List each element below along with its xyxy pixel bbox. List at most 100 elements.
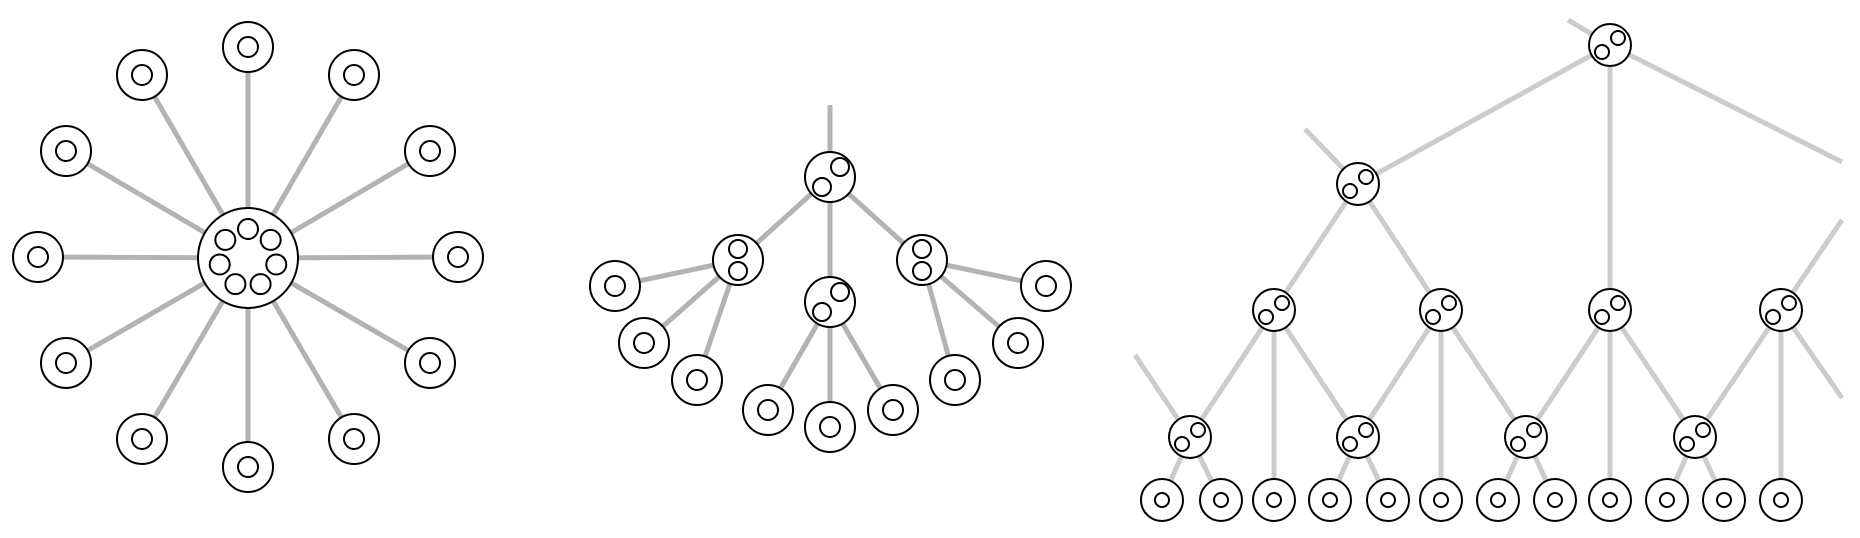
- node-inner-dot: [419, 140, 441, 162]
- node-inner-dot: [912, 261, 932, 281]
- binary-leaf-node: [1645, 478, 1689, 522]
- star-leaf-node: [404, 125, 456, 177]
- node-inner-dot: [1602, 492, 1618, 508]
- hub-inner-dot: [237, 218, 259, 240]
- binary-leaf-node: [1702, 478, 1746, 522]
- binary-edge: [1438, 308, 1529, 439]
- binary-stub: [1608, 42, 1844, 165]
- binary-leaf-node: [1476, 478, 1520, 522]
- node-ring: [712, 234, 764, 286]
- node-ring: [804, 276, 856, 328]
- node-inner-dot: [757, 399, 779, 421]
- binary-leaf-node: [1759, 478, 1803, 522]
- star-leaf-node: [328, 413, 380, 465]
- star-leaf-node: [404, 337, 456, 389]
- node-ring: [1673, 415, 1717, 459]
- tree-leaf-node: [867, 384, 919, 436]
- node-inner-dot: [1773, 492, 1789, 508]
- node-inner-dot: [604, 275, 626, 297]
- binary-hierarchy-diagram: [1132, 17, 1845, 522]
- binary-edge: [1355, 182, 1444, 312]
- tree-leaf-node: [671, 354, 723, 406]
- node-inner-dot: [27, 246, 49, 268]
- binary-leaf-node: [1252, 478, 1296, 522]
- node-ring: [1252, 288, 1296, 332]
- node-inner-dot: [1695, 422, 1711, 438]
- hub-inner-dot: [208, 253, 231, 276]
- node-inner-dot: [1490, 492, 1506, 508]
- node-inner-dot: [237, 36, 259, 58]
- binary-level3-node: [1252, 288, 1296, 332]
- star-hub-node: [197, 207, 299, 309]
- node-inner-dot: [944, 369, 966, 391]
- binary-level3-node: [1759, 288, 1803, 332]
- star-leaf-node: [432, 231, 484, 283]
- binary-top-node: [1588, 23, 1632, 67]
- node-inner-dot: [1425, 309, 1441, 325]
- node-inner-dot: [1274, 295, 1290, 311]
- binary-edge: [1692, 308, 1784, 439]
- node-inner-dot: [830, 282, 850, 302]
- node-inner-dot: [343, 428, 365, 450]
- hub-inner-dot: [249, 273, 272, 296]
- star-leaf-node: [40, 125, 92, 177]
- tree-mid-node: [804, 276, 856, 328]
- node-inner-dot: [419, 352, 441, 374]
- star-leaf-node: [116, 413, 168, 465]
- star-leaf-node: [116, 49, 168, 101]
- hub-inner-dot: [214, 228, 237, 251]
- node-inner-dot: [1716, 492, 1732, 508]
- node-inner-dot: [1342, 183, 1358, 199]
- node-ring: [1588, 288, 1632, 332]
- hub-inner-dot: [259, 228, 282, 251]
- tree-leaf-node: [618, 317, 670, 369]
- node-inner-dot: [1190, 422, 1206, 438]
- tree-mid-node: [712, 234, 764, 286]
- node-inner-dot: [1266, 492, 1282, 508]
- node-inner-dot: [343, 64, 365, 86]
- binary-leaf-node: [1366, 478, 1410, 522]
- binary-edge: [1523, 308, 1613, 439]
- node-ring: [1336, 415, 1380, 459]
- binary-level4-node: [1336, 415, 1380, 459]
- tree-root-node: [804, 151, 856, 203]
- node-inner-dot: [1526, 422, 1542, 438]
- node-inner-dot: [1174, 436, 1190, 452]
- binary-edge: [1356, 42, 1612, 187]
- binary-leaf-node: [1419, 478, 1463, 522]
- binary-leaf-node: [1588, 478, 1632, 522]
- node-inner-dot: [633, 332, 655, 354]
- binary-level4-node: [1504, 415, 1548, 459]
- node-inner-dot: [237, 456, 259, 478]
- node-inner-dot: [882, 399, 904, 421]
- node-ring: [1168, 415, 1212, 459]
- binary-level4-node: [1673, 415, 1717, 459]
- tree-leaf-node: [589, 260, 641, 312]
- node-inner-dot: [812, 302, 832, 322]
- node-inner-dot: [686, 369, 708, 391]
- star-leaf-node: [328, 49, 380, 101]
- tree-leaf-node: [742, 384, 794, 436]
- binary-level3-node: [1588, 288, 1632, 332]
- star-leaf-node: [222, 21, 274, 73]
- node-ring: [1336, 162, 1380, 206]
- node-inner-dot: [1342, 436, 1358, 452]
- star-network-diagram: [12, 21, 484, 493]
- hub-inner-dot: [224, 273, 247, 296]
- node-inner-dot: [1781, 295, 1797, 311]
- binary-edge: [1355, 308, 1444, 439]
- binary-leaf-node: [1308, 478, 1352, 522]
- node-inner-dot: [1510, 436, 1526, 452]
- tree-leaf-node: [992, 317, 1044, 369]
- node-inner-dot: [1154, 492, 1170, 508]
- star-leaf-node: [222, 441, 274, 493]
- binary-edge: [1271, 182, 1361, 312]
- binary-leaf-node: [1140, 478, 1184, 522]
- binary-edge: [1187, 308, 1277, 439]
- node-inner-dot: [1258, 309, 1274, 325]
- node-inner-dot: [1594, 309, 1610, 325]
- node-inner-dot: [1659, 492, 1675, 508]
- node-ring: [1419, 288, 1463, 332]
